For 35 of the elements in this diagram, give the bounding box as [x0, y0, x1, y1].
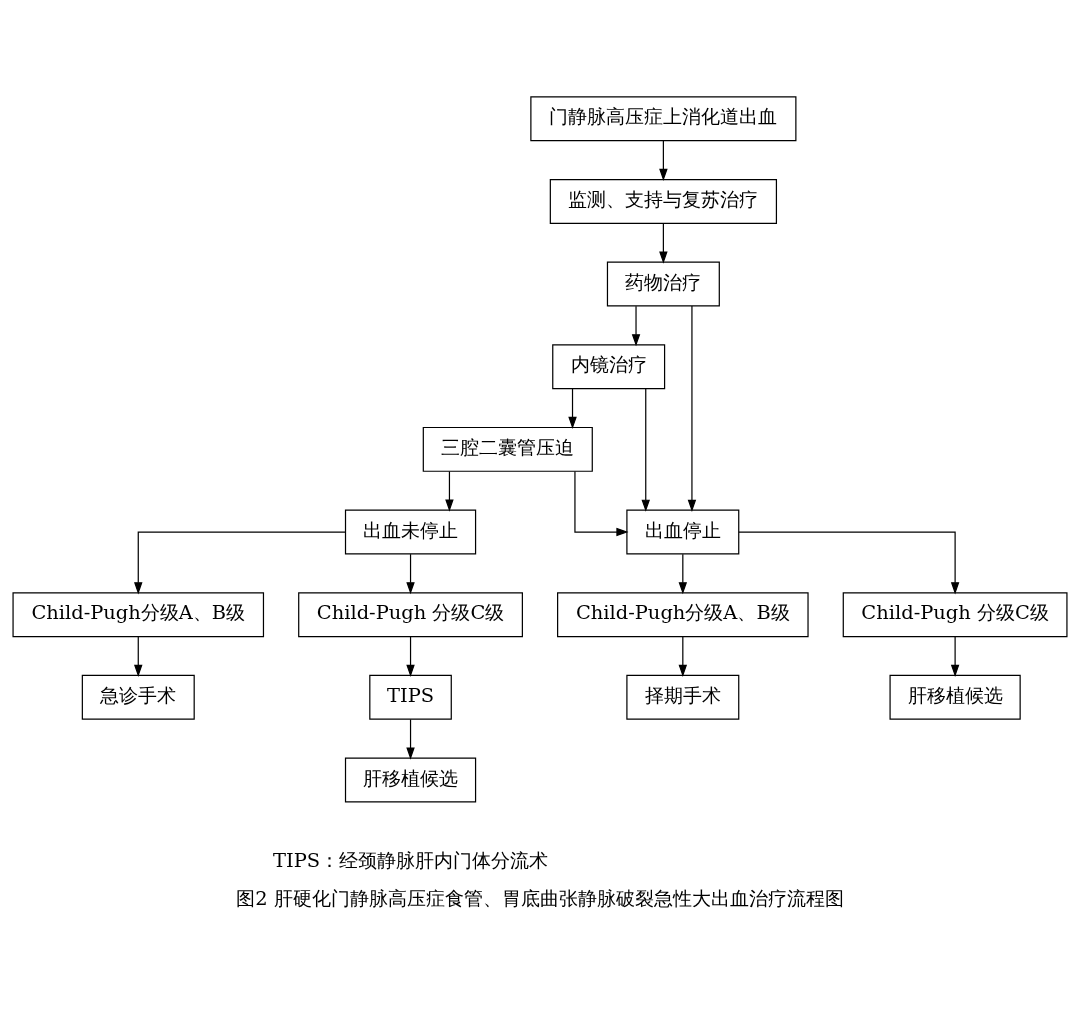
node-box: 择期手术 [626, 674, 740, 720]
arrow [406, 553, 415, 595]
node-box: 出血停止 [626, 509, 740, 555]
node-box: 急诊手术 [81, 674, 195, 720]
arrow [659, 140, 668, 182]
arrow [406, 636, 415, 677]
node-box: Child-Pugh 分级C级 [298, 592, 523, 638]
node-box: 监测、支持与复苏治疗 [549, 178, 778, 224]
arrow [574, 470, 629, 537]
node-box: TIPS [369, 674, 452, 720]
caption: 图2 肝硬化门静脉高压症食管、胃底曲张静脉破裂急性大出血治疗流程图 [236, 886, 844, 910]
node-box: 肝移植候选 [889, 674, 1021, 720]
node-box: Child-Pugh 分级C级 [842, 592, 1068, 638]
arrow [406, 718, 415, 760]
arrow [134, 531, 346, 595]
arrow [678, 636, 688, 677]
arrow [568, 388, 577, 429]
arrow [738, 531, 960, 595]
arrow [687, 305, 697, 512]
node-box: 肝移植候选 [344, 757, 477, 803]
arrow [659, 222, 668, 264]
arrow [678, 553, 688, 595]
node-box: Child-Pugh分级A、B级 [557, 592, 809, 638]
arrow [950, 636, 960, 677]
arrow [134, 636, 143, 677]
node-box: 门静脉高压症上消化道出血 [530, 96, 797, 142]
node-box: 三腔二囊管压迫 [422, 426, 593, 472]
node-box: 药物治疗 [606, 261, 720, 307]
label: TIPS：经颈静脉肝内门体分流术 [273, 849, 549, 873]
node-box: Child-Pugh分级A、B级 [12, 592, 265, 638]
arrow [445, 470, 454, 512]
node-box: 出血未停止 [344, 509, 477, 555]
arrow [631, 305, 641, 347]
node-box: 内镜治疗 [552, 344, 666, 390]
arrow [641, 388, 651, 512]
